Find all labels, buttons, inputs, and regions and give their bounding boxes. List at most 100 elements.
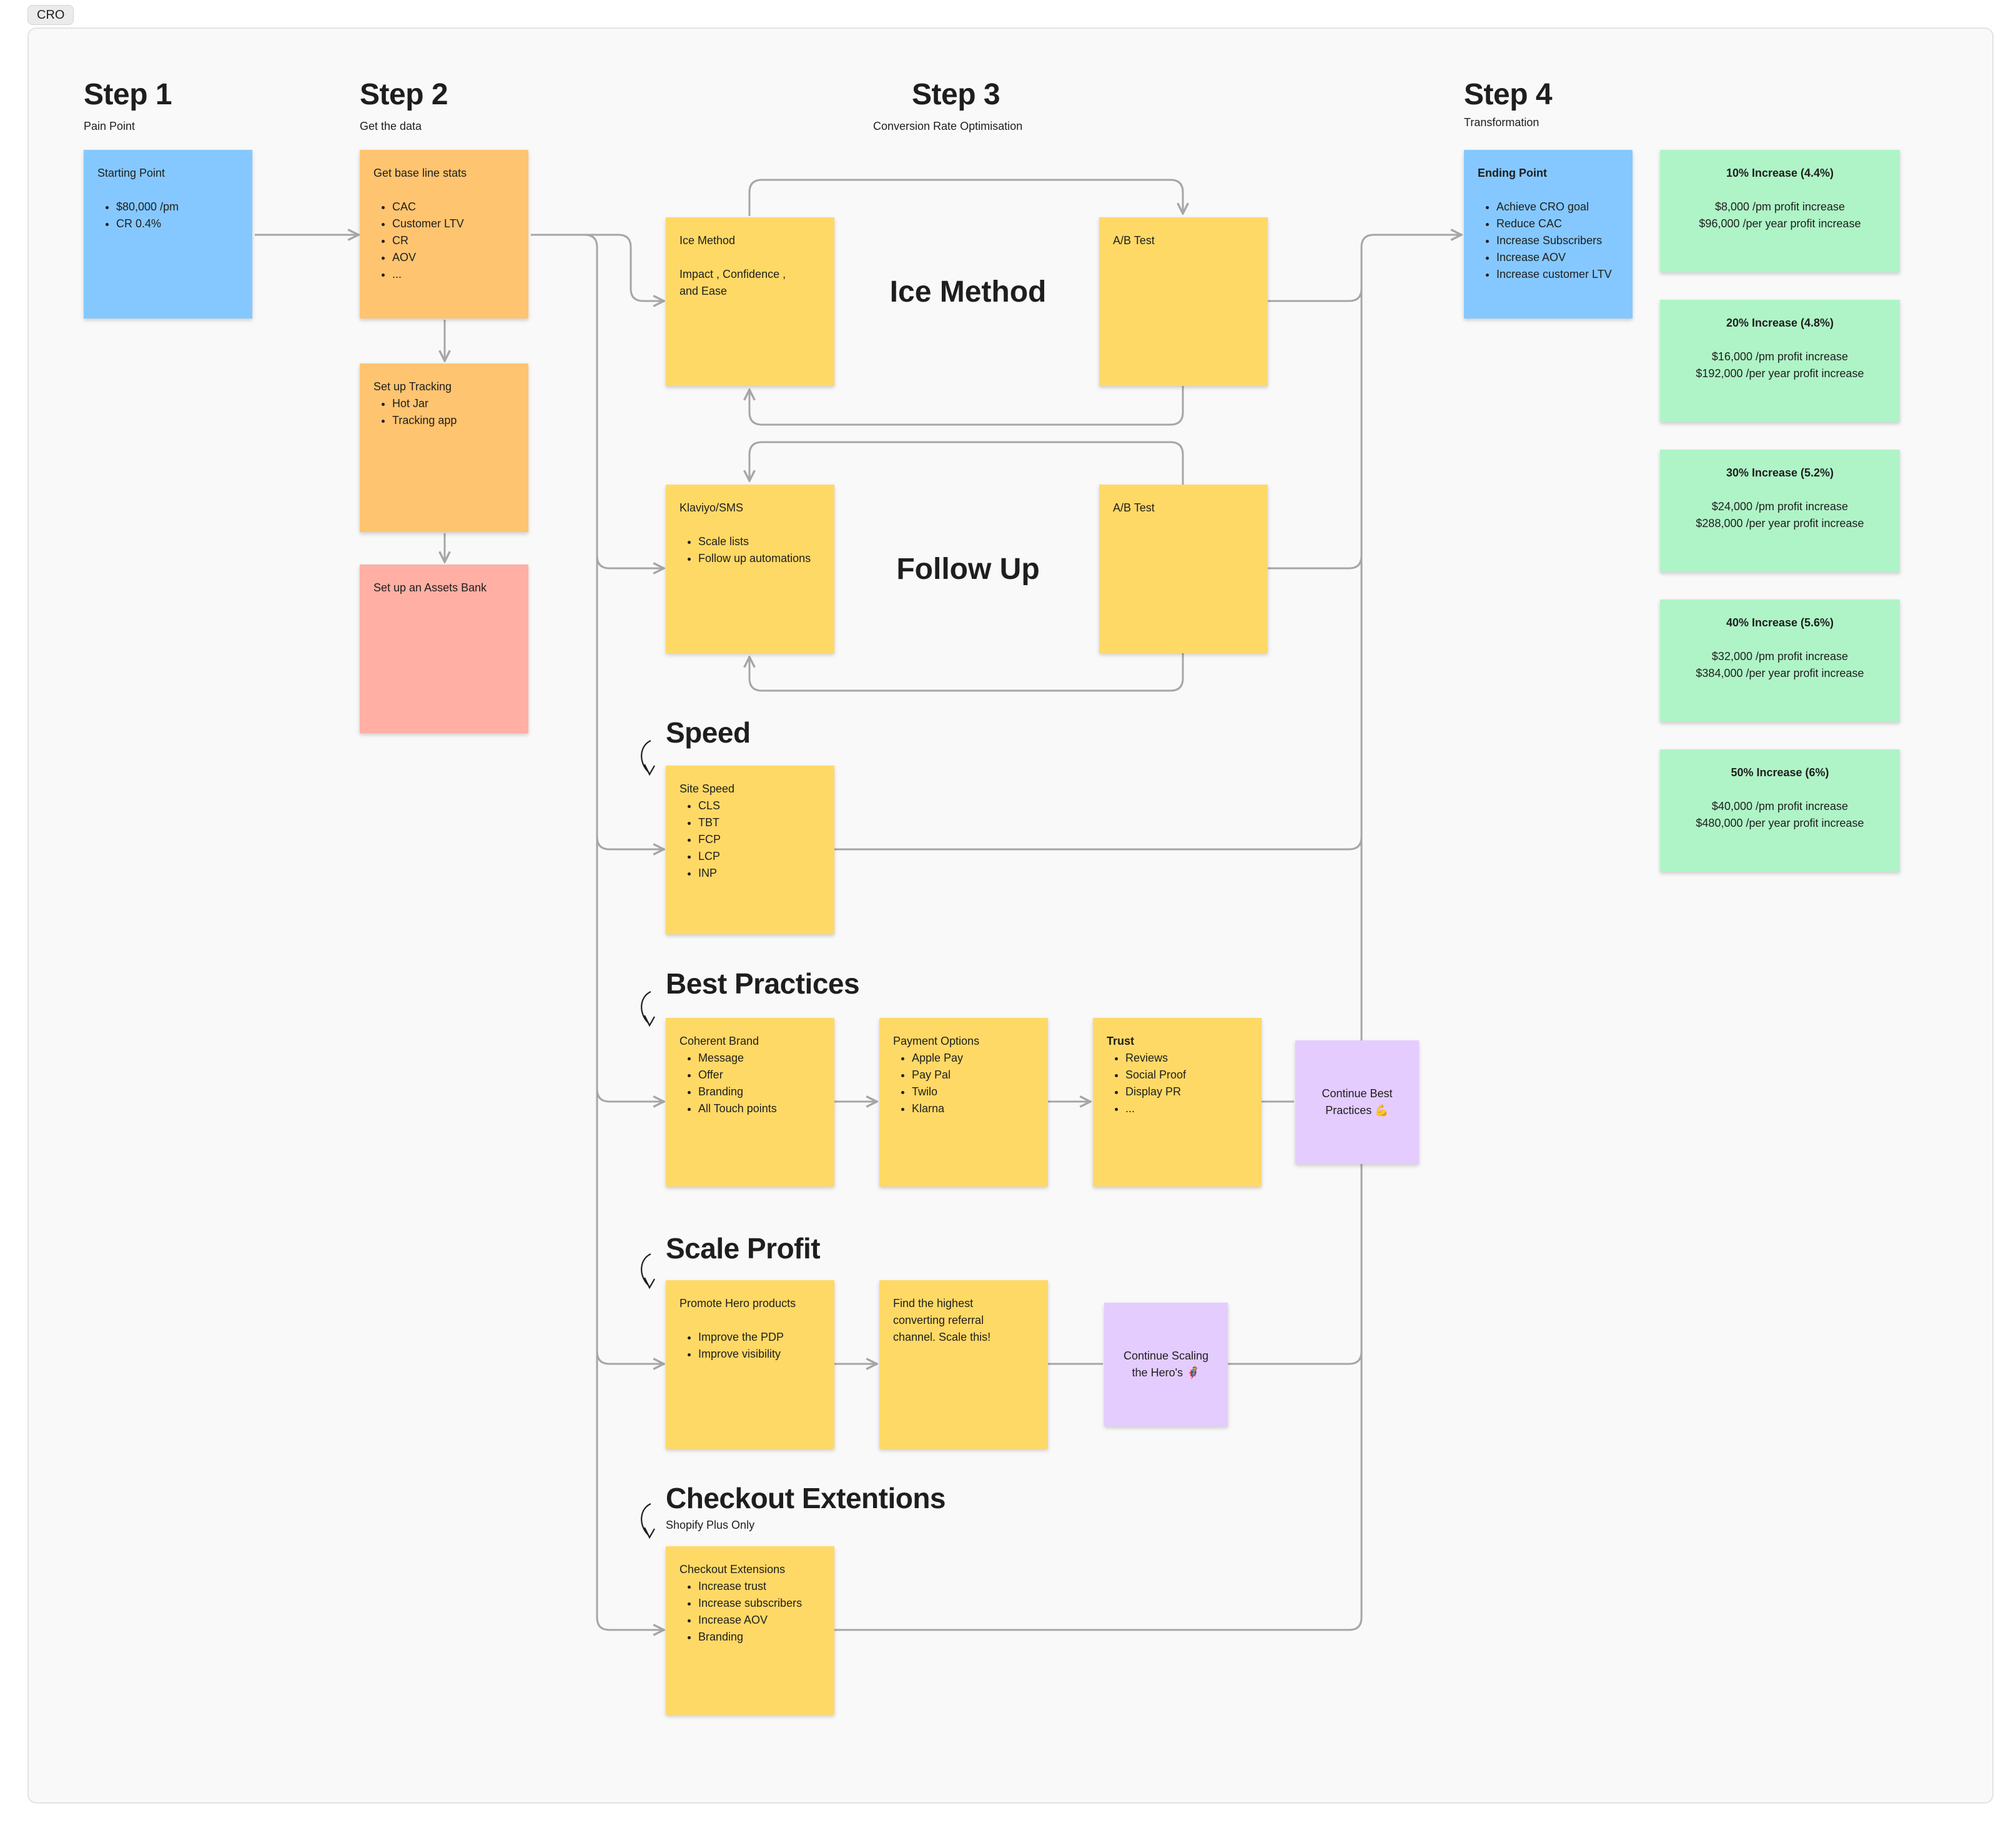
list-item: Scale lists <box>698 533 821 550</box>
frame-label[interactable]: CRO <box>27 5 74 25</box>
outcome-monthly: $32,000 /pm profit increase <box>1711 650 1849 663</box>
step2-title: Step 2 <box>360 78 448 111</box>
sticky-body: channel. Scale this! <box>893 1331 991 1343</box>
connector-trunk-best <box>596 1088 664 1102</box>
list-item: CLS <box>698 797 821 814</box>
step4-title: Step 4 <box>1464 78 1553 111</box>
outcome-20-sticky[interactable]: 20% Increase (4.8%) $16,000 /pm profit i… <box>1660 300 1900 422</box>
scale-profit-title: Scale Profit <box>666 1232 821 1265</box>
list-item: Apple Pay <box>912 1050 1034 1067</box>
sticky-list: CLS TBT FCP LCP INP <box>679 797 821 882</box>
referral-channel-sticky[interactable]: Find the highest converting referral cha… <box>879 1280 1048 1449</box>
outcome-30-sticky[interactable]: 30% Increase (5.2%) $24,000 /pm profit i… <box>1660 450 1900 572</box>
list-item: Offer <box>698 1067 821 1083</box>
connector-trunk-speed <box>596 836 664 849</box>
sticky-heading: A/B Test <box>1113 234 1155 247</box>
list-item: Branding <box>698 1629 821 1646</box>
outcome-yearly: $288,000 /per year profit increase <box>1696 517 1864 530</box>
sticky-heading: Payment Options <box>893 1035 980 1047</box>
outcome-40-sticky[interactable]: 40% Increase (5.6%) $32,000 /pm profit i… <box>1660 600 1900 722</box>
follow-up-title: Follow Up <box>896 553 1040 586</box>
list-item: Klarna <box>912 1100 1034 1117</box>
followup-ab-test-sticky[interactable]: A/B Test <box>1099 485 1268 653</box>
outcome-10-sticky[interactable]: 10% Increase (4.4%) $8,000 /pm profit in… <box>1660 150 1900 272</box>
connector-followup-ab-out <box>1268 555 1363 570</box>
list-item: Improve visibility <box>698 1346 821 1363</box>
sticky-heading: Set up an Assets Bank <box>373 581 487 594</box>
sticky-list: Hot Jar Tracking app <box>373 395 515 429</box>
ending-point-sticky[interactable]: Ending Point Achieve CRO goal Reduce CAC… <box>1464 150 1633 318</box>
site-speed-sticky[interactable]: Site Speed CLS TBT FCP LCP INP <box>666 766 834 934</box>
baseline-stats-sticky[interactable]: Get base line stats CAC Customer LTV CR … <box>360 150 528 318</box>
outcome-yearly: $480,000 /per year profit increase <box>1696 817 1864 829</box>
starting-point-sticky[interactable]: Starting Point $80,000 /pm CR 0.4% <box>84 150 252 318</box>
list-item: $80,000 /pm <box>116 199 239 215</box>
sticky-list: Message Offer Branding All Touch points <box>679 1050 821 1117</box>
list-item: Hot Jar <box>392 395 515 412</box>
connector-trunk-scale <box>596 1351 664 1364</box>
list-item: Increase trust <box>698 1578 821 1595</box>
list-item: All Touch points <box>698 1100 821 1117</box>
outcome-title: 30% Increase (5.2%) <box>1726 466 1834 479</box>
list-item: Twilo <box>912 1083 1034 1100</box>
outcome-monthly: $8,000 /pm profit increase <box>1714 200 1846 213</box>
list-item: ... <box>1125 1100 1248 1117</box>
continue-scaling-sticky[interactable]: Continue Scaling the Hero's 🦸 <box>1104 1303 1228 1426</box>
best-practices-title: Best Practices <box>666 967 860 1000</box>
list-item: Increase customer LTV <box>1496 266 1619 283</box>
sticky-list: Increase trust Increase subscribers Incr… <box>679 1578 821 1646</box>
connector-ice-loop-top <box>748 179 1183 216</box>
hero-products-sticky[interactable]: Promote Hero products Improve the PDP Im… <box>666 1280 834 1449</box>
ice-method-sticky[interactable]: Ice Method Impact , Confidence , and Eas… <box>666 217 834 386</box>
list-item: LCP <box>698 848 821 865</box>
sticky-heading: Checkout Extensions <box>679 1563 786 1576</box>
list-item: Message <box>698 1050 821 1067</box>
connector-ice-loop-bottom <box>749 386 1184 426</box>
sticky-list: Scale lists Follow up automations <box>679 533 821 567</box>
klaviyo-sms-sticky[interactable]: Klaviyo/SMS Scale lists Follow up automa… <box>666 485 834 653</box>
sticky-body: Continue Best <box>1322 1087 1393 1100</box>
outcome-monthly: $24,000 /pm profit increase <box>1711 500 1849 513</box>
connector-trunk-followup <box>596 555 664 568</box>
outcome-monthly: $16,000 /pm profit increase <box>1711 350 1849 363</box>
sticky-heading: Trust <box>1107 1035 1135 1047</box>
sticky-heading: Set up Tracking <box>373 380 452 393</box>
sticky-body: Practices 💪 <box>1325 1104 1389 1117</box>
outcome-50-sticky[interactable]: 50% Increase (6%) $40,000 /pm profit inc… <box>1660 749 1900 872</box>
coherent-brand-sticky[interactable]: Coherent Brand Message Offer Branding Al… <box>666 1018 834 1187</box>
list-item: INP <box>698 865 821 882</box>
sticky-body: and Ease <box>679 285 728 297</box>
list-item: TBT <box>698 814 821 831</box>
sticky-list: Reviews Social Proof Display PR ... <box>1107 1050 1248 1117</box>
assets-bank-sticky[interactable]: Set up an Assets Bank <box>360 565 528 733</box>
curl-arrow-icon <box>641 739 655 776</box>
continue-best-practices-sticky[interactable]: Continue Best Practices 💪 <box>1295 1040 1419 1164</box>
list-item: Reviews <box>1125 1050 1248 1067</box>
outcome-yearly: $192,000 /per year profit increase <box>1696 367 1864 380</box>
speed-title: Speed <box>666 716 751 749</box>
list-item: Branding <box>698 1083 821 1100</box>
connector-followup-loop-top <box>749 441 1184 485</box>
payment-options-sticky[interactable]: Payment Options Apple Pay Pay Pal Twilo … <box>879 1018 1048 1187</box>
outcome-title: 10% Increase (4.4%) <box>1726 167 1834 179</box>
checkout-extensions-sticky[interactable]: Checkout Extensions Increase trust Incre… <box>666 1546 834 1715</box>
outcome-title: 50% Increase (6%) <box>1731 766 1829 779</box>
connector-collector <box>834 235 1461 1631</box>
outcome-title: 20% Increase (4.8%) <box>1726 317 1834 329</box>
ice-method-title: Ice Method <box>889 275 1047 308</box>
trust-sticky[interactable]: Trust Reviews Social Proof Display PR ..… <box>1093 1018 1262 1187</box>
list-item: Increase AOV <box>1496 249 1619 266</box>
list-item: Reduce CAC <box>1496 215 1619 232</box>
list-item: Display PR <box>1125 1083 1248 1100</box>
step2-subtitle: Get the data <box>360 120 422 132</box>
outcome-yearly: $96,000 /per year profit increase <box>1699 217 1861 230</box>
sticky-heading: Ending Point <box>1478 167 1547 179</box>
tracking-sticky[interactable]: Set up Tracking Hot Jar Tracking app <box>360 363 528 532</box>
sticky-heading: Starting Point <box>97 167 166 179</box>
list-item: CAC <box>392 199 515 215</box>
list-item: Customer LTV <box>392 215 515 232</box>
ice-ab-test-sticky[interactable]: A/B Test <box>1099 217 1268 386</box>
list-item: FCP <box>698 831 821 848</box>
outcome-monthly: $40,000 /pm profit increase <box>1711 800 1849 812</box>
